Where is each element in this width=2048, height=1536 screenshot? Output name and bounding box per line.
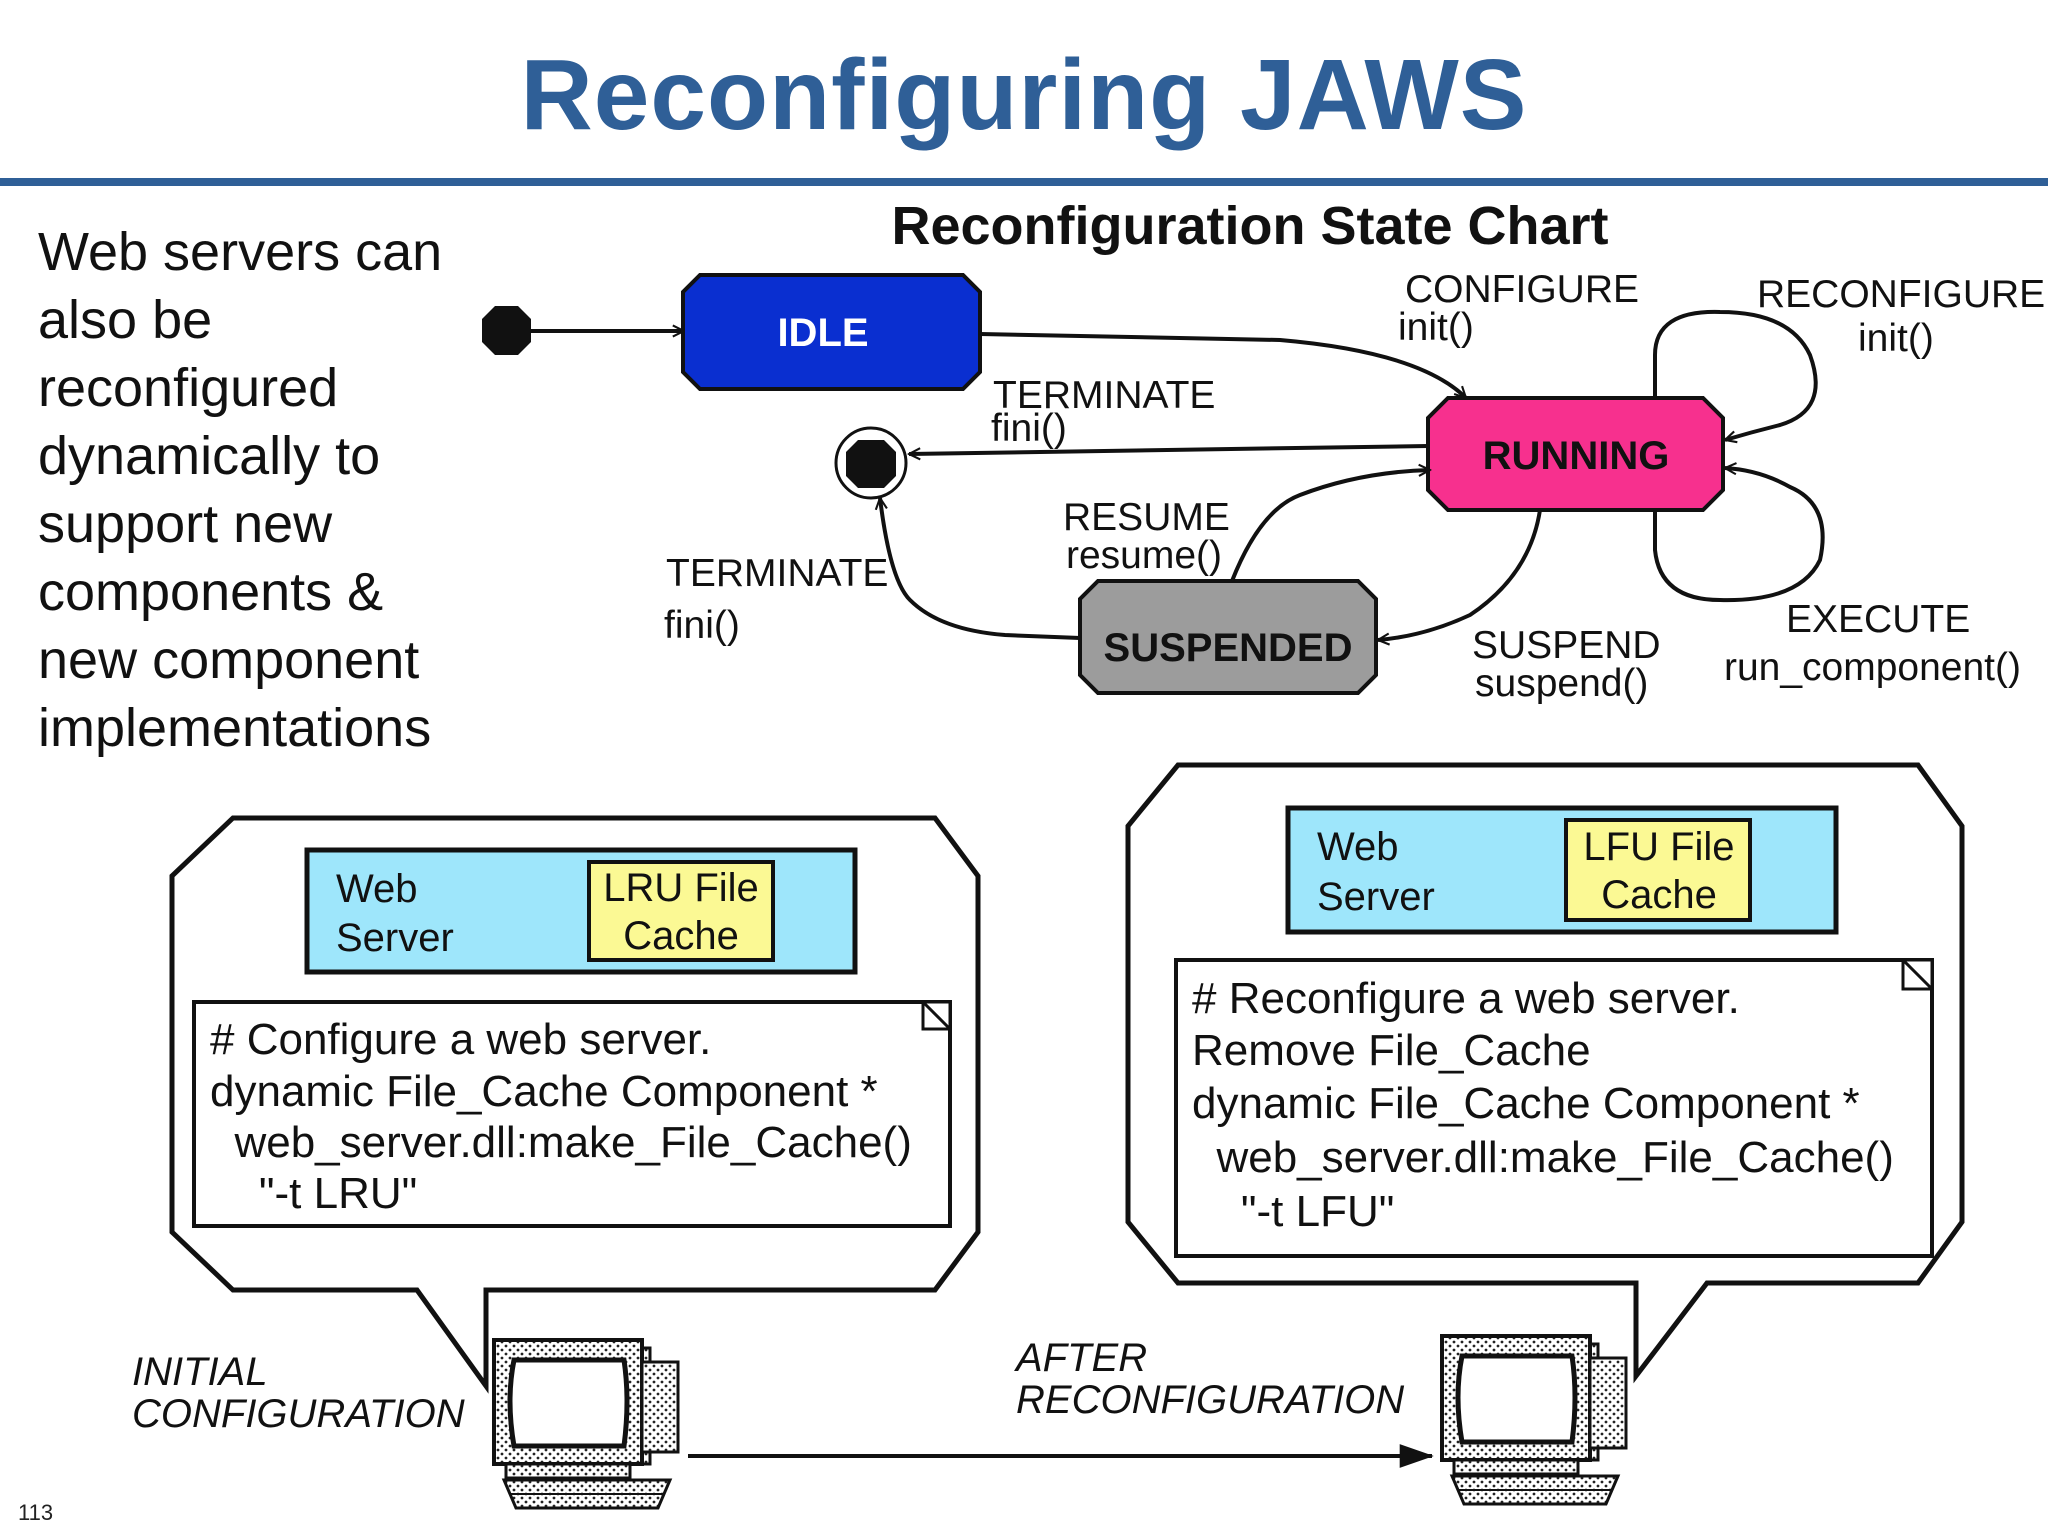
state-suspended: SUSPENDED: [1078, 579, 1378, 695]
state-chart-title: Reconfiguration State Chart: [891, 196, 1608, 256]
page-number: 113: [18, 1500, 54, 1525]
intro-line: Web servers can: [38, 222, 443, 282]
after-cache-box: [1564, 818, 1752, 922]
initial-cache-label-line1: LRU File: [603, 866, 759, 910]
configure-transition-arrow: [979, 332, 1466, 398]
initial-cache-box: [587, 860, 775, 962]
initial-web-server-label-line2: Server: [336, 916, 454, 960]
intro-text: Web servers can also be reconfigured dyn…: [38, 218, 508, 762]
after-script-line: web_server.dll:make_File_Cache(): [1192, 1133, 1894, 1182]
intro-line: new component: [38, 630, 420, 690]
execute-loop-arrow: [1653, 468, 1825, 603]
after-cache-label-line2: Cache: [1601, 873, 1717, 917]
resume-event-label: RESUME: [1063, 496, 1230, 539]
intro-line: implementations: [38, 698, 432, 758]
intro-line: reconfigured: [38, 358, 339, 418]
state-running: RUNNING: [1426, 396, 1725, 512]
terminate-suspended-arrow: [880, 498, 1081, 640]
initial-config-script: # Configure a web server. dynamic File_C…: [192, 1000, 952, 1228]
computer-icon: [1440, 1334, 1628, 1506]
after-script-line: "-t LFU": [1192, 1187, 1394, 1236]
terminate-running-action-label: fini(): [991, 407, 1067, 450]
state-suspended-label: SUSPENDED: [1104, 626, 1353, 670]
after-config-script: # Reconfigure a web server. Remove File_…: [1174, 958, 1934, 1258]
initial-script-line: # Configure a web server.: [210, 1015, 711, 1064]
initial-caption-line1: INITIAL: [132, 1350, 268, 1394]
configure-action-label: init(): [1398, 306, 1474, 349]
state-idle-label: IDLE: [777, 311, 868, 355]
initial-script-line: "-t LRU": [210, 1169, 417, 1218]
after-caption-line2: RECONFIGURATION: [1016, 1378, 1404, 1422]
resume-action-label: resume(): [1066, 534, 1222, 577]
intro-line: components &: [38, 562, 384, 622]
initial-cache-label-line2: Cache: [623, 914, 739, 958]
resume-transition-arrow: [1230, 470, 1430, 582]
terminate-running-event-label: TERMINATE: [993, 374, 1215, 417]
computer-icon: [492, 1338, 680, 1510]
suspend-transition-arrow: [1378, 509, 1542, 640]
execute-action-label: run_component(): [1724, 646, 2021, 689]
after-web-server-label-line2: Server: [1317, 875, 1435, 919]
reconfigure-action-label: init(): [1858, 317, 1934, 360]
initial-web-server-label-line1: Web: [336, 867, 418, 911]
reconfigure-event-label: RECONFIGURE: [1757, 273, 2045, 316]
after-caption-line1: AFTER: [1014, 1336, 1147, 1380]
terminate-running-arrow: [909, 444, 1429, 454]
after-cache-label-line1: LFU File: [1583, 825, 1734, 869]
suspend-action-label: suspend(): [1475, 662, 1648, 705]
state-running-label: RUNNING: [1483, 434, 1670, 478]
execute-event-label: EXECUTE: [1786, 598, 1970, 641]
initial-caption-line2: CONFIGURATION: [132, 1392, 465, 1436]
after-web-server-label-line1: Web: [1317, 825, 1399, 869]
title-rule: [0, 178, 2048, 186]
intro-line: support new: [38, 494, 333, 554]
after-script-line: # Reconfigure a web server.: [1192, 974, 1740, 1023]
slide-title: Reconfiguring JAWS: [520, 39, 1528, 151]
state-idle: IDLE: [681, 273, 982, 391]
after-script-line: dynamic File_Cache Component *: [1192, 1079, 1860, 1128]
intro-line: also be: [38, 290, 213, 350]
terminate-suspended-action-label: fini(): [664, 604, 740, 647]
initial-script-line: web_server.dll:make_File_Cache(): [210, 1118, 912, 1167]
initial-script-line: dynamic File_Cache Component *: [210, 1067, 878, 1116]
reconfigure-loop-arrow: [1653, 309, 1818, 440]
final-state-node: [834, 426, 908, 500]
after-script-line: Remove File_Cache: [1192, 1026, 1591, 1075]
intro-line: dynamically to: [38, 426, 381, 486]
suspend-event-label: SUSPEND: [1472, 624, 1661, 667]
terminate-suspended-event-label: TERMINATE: [666, 552, 888, 595]
configure-event-label: CONFIGURE: [1405, 268, 1639, 311]
initial-state-dot: [482, 306, 531, 355]
